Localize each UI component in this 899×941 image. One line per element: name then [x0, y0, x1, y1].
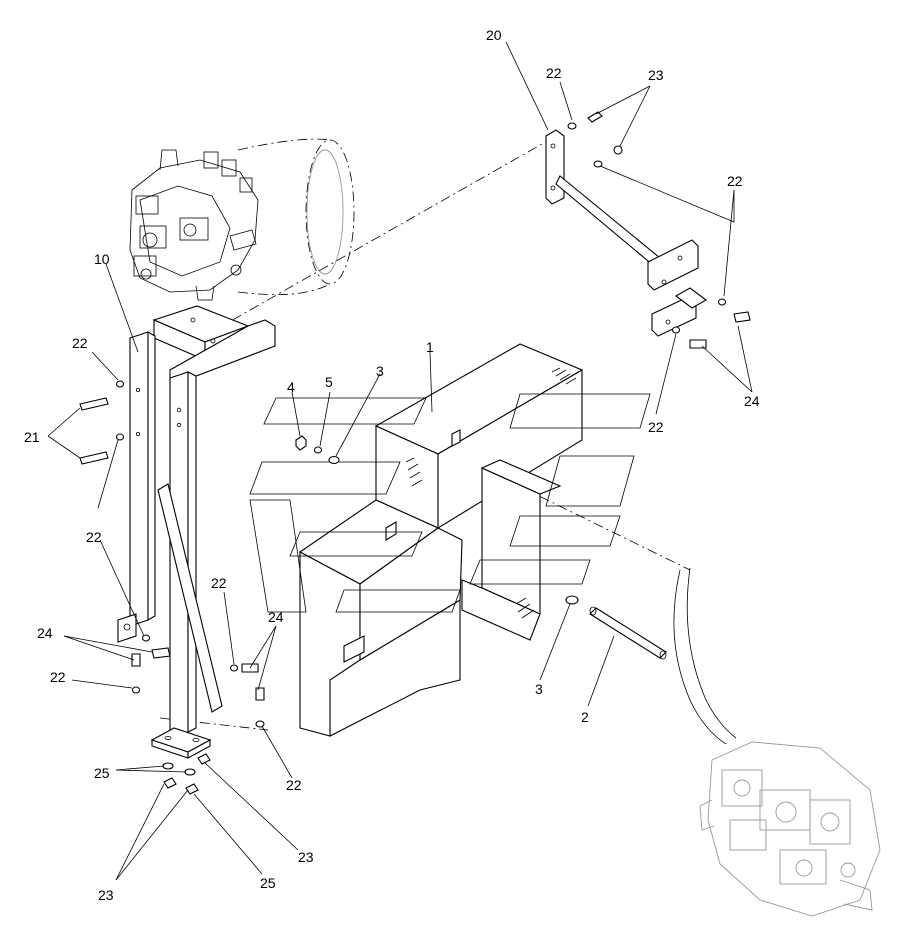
tank-shroud: [249, 343, 651, 737]
callout-3-bottom: 3: [535, 681, 543, 697]
stand-frame: [117, 305, 276, 759]
callout-22-stand-top: 22: [72, 335, 88, 351]
alignment-line-tank: [485, 469, 691, 571]
callout-23-base-left: 23: [98, 887, 114, 903]
callout-22-right: 22: [727, 173, 743, 189]
pump-bracket: [545, 129, 707, 337]
callout-23-base-right: 23: [298, 849, 314, 865]
callout-22-stand-mid: 22: [86, 529, 102, 545]
alignment-line-base: [159, 717, 269, 731]
callout-24-stand-left: 24: [37, 625, 53, 641]
callout-22-stand-low: 22: [50, 669, 66, 685]
callout-24-stand-center: 24: [268, 609, 284, 625]
alignment-line-pump: [214, 139, 550, 331]
callout-1: 1: [426, 339, 434, 355]
callout-22-bracket: 22: [648, 419, 664, 435]
callout-5: 5: [325, 374, 333, 390]
engine-assembly: [699, 741, 881, 917]
strap: [673, 567, 737, 745]
callout-25-bottom: 25: [260, 875, 276, 891]
leader-lines: [47, 41, 753, 881]
rod: [589, 606, 667, 660]
callout-20: 20: [486, 27, 502, 43]
hardware: [79, 111, 751, 795]
callout-3-top: 3: [376, 363, 384, 379]
callout-23-top: 23: [648, 67, 664, 83]
callout-labels: 1 2 3 3 4 5 10 20 21 22 22 22 22 22 22 2…: [24, 27, 760, 903]
callout-21: 21: [24, 429, 40, 445]
callout-25-left: 25: [94, 765, 110, 781]
callout-24-right: 24: [744, 393, 760, 409]
callout-10: 10: [94, 251, 110, 267]
callout-22-center: 22: [211, 575, 227, 591]
callout-4: 4: [287, 379, 295, 395]
callout-2: 2: [581, 709, 589, 725]
callout-22-top: 22: [546, 65, 562, 81]
callout-22-base: 22: [286, 777, 302, 793]
pump-assembly: [129, 138, 355, 301]
